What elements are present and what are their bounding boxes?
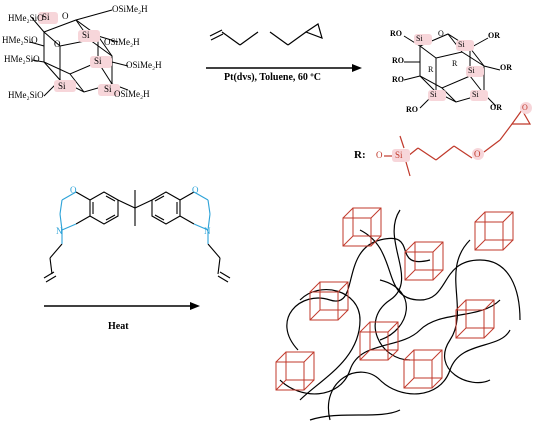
cage2-si-2: Si: [458, 40, 465, 49]
cage2-si-5: Si: [472, 90, 479, 99]
cage2-ro-3: RO: [392, 75, 404, 84]
cage1-osime2h-1: OSiMe₂H: [112, 4, 148, 14]
cage2-si-highlights: [414, 34, 488, 101]
cage1-o-2: O: [54, 39, 61, 49]
cage1-si-3: Si: [94, 56, 102, 66]
oxazine-o-left: O: [70, 185, 77, 195]
cage2-ro-2: RO: [392, 56, 404, 65]
cage1-si-1: Si: [42, 12, 50, 22]
cage2-r-2: R: [428, 65, 434, 74]
cage2-si-3: Si: [468, 66, 475, 75]
cage1-osime2h-2: OSiMe₂H: [104, 37, 140, 47]
cage1-hme2sio-3: HMe₂SiO: [4, 54, 40, 64]
r-group-label: R:: [354, 149, 366, 161]
cage2-ro-1: RO: [390, 29, 402, 38]
oxazine-rings-cyan: [59, 191, 211, 244]
oxazine-n-left: N: [56, 226, 63, 236]
cage1-si-2: Si: [82, 30, 90, 40]
cage1-hme2sio-2: HMe₂SiO: [2, 35, 38, 45]
cage1-hme2sio-4: HMe₂SiO: [8, 90, 44, 100]
cage1-si-4: Si: [58, 81, 66, 91]
r-group-o-1: O: [376, 150, 383, 160]
reaction-arrow-2: [44, 302, 200, 310]
cage1-hme2sio-1: HMe₂SiO: [8, 13, 44, 23]
r-group-si: Si: [395, 150, 403, 160]
allyl-glycidyl-ether: [209, 23, 323, 46]
cage2-or-1: OR: [488, 31, 500, 40]
r-group-si-highlight: [392, 102, 532, 162]
cage1-si-highlights: [38, 12, 120, 96]
reaction1-conditions: Pt(dvs), Toluene, 60 ºC: [224, 72, 321, 83]
oxazine-o-right: O: [192, 185, 199, 195]
poss-cubes: [275, 207, 514, 391]
cage1-o-1: O: [62, 11, 69, 21]
reaction2-conditions: Heat: [108, 321, 129, 332]
cage1-osime2h-3: OSiMe₂H: [126, 60, 162, 70]
network-chains: [279, 209, 521, 421]
r-group-structure: [384, 108, 532, 177]
oxazine-n-right: N: [204, 226, 211, 236]
benzoxazine-monomer: [43, 190, 231, 283]
cage2-r-1: R: [452, 59, 458, 68]
cage2-si-4: Si: [430, 90, 437, 99]
cage1-si-5: Si: [104, 84, 112, 94]
reaction-arrow-1: [206, 64, 362, 72]
cage2-ro-4: RO: [406, 105, 418, 114]
cage2-or-3: OR: [490, 103, 502, 112]
cage2-o-1: O: [438, 29, 444, 38]
cage1-osime2h-4: OSiMe₂H: [114, 89, 150, 99]
r-group-o-epoxide: O: [522, 103, 528, 112]
cage2-or-2: OR: [500, 63, 512, 72]
r-group-o-2: O: [474, 149, 481, 159]
cage2-si-1: Si: [416, 34, 423, 43]
